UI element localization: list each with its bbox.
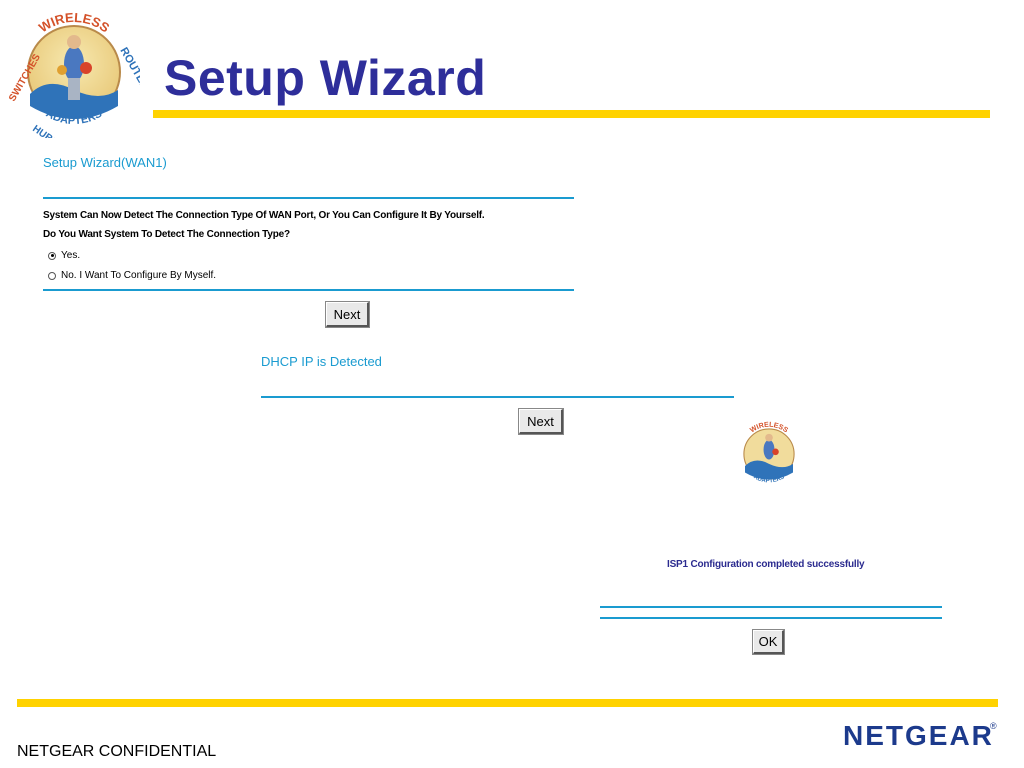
divider [43, 289, 574, 291]
page-title: Setup Wizard [164, 50, 487, 106]
option-no-label: No. I Want To Configure By Myself. [61, 270, 217, 281]
divider [43, 197, 574, 199]
option-yes[interactable]: Yes. [48, 250, 80, 261]
footer-confidential: NETGEAR CONFIDENTIAL [17, 743, 217, 760]
detect-question: Do You Want System To Detect The Connect… [43, 229, 290, 240]
netgear-seal-logo: WIRELESS ADAPTERS ROUTERS SWITCHES HUBS [8, 10, 140, 138]
detect-description: System Can Now Detect The Connection Typ… [43, 210, 485, 221]
netgear-logo: NETGEAR [843, 720, 994, 751]
divider [600, 606, 942, 608]
wizard-wan1-heading: Setup Wizard(WAN1) [43, 155, 167, 170]
svg-text:ADAPTERS: ADAPTERS [44, 108, 104, 127]
option-no[interactable]: No. I Want To Configure By Myself. [48, 270, 216, 281]
next-button-wizard1[interactable]: Next [325, 301, 370, 328]
next-button-wizard2[interactable]: Next [518, 408, 564, 435]
dhcp-detected-heading: DHCP IP is Detected [261, 354, 382, 369]
divider [600, 617, 942, 619]
svg-text:HUBS: HUBS [30, 123, 60, 138]
footer-bar [17, 699, 998, 707]
registered-mark: ® [990, 721, 997, 731]
svg-text:ADAPTERS: ADAPTERS [752, 474, 785, 484]
netgear-seal-logo-small: WIRELESS ADAPTERS [743, 421, 795, 484]
radio-yes[interactable] [48, 251, 56, 260]
radio-no[interactable] [48, 271, 56, 280]
ok-button[interactable]: OK [752, 629, 785, 655]
option-yes-label: Yes. [61, 250, 81, 261]
divider [261, 396, 734, 398]
isp-success-message: ISP1 Configuration completed successfull… [667, 559, 865, 570]
title-underline-bar [153, 110, 990, 118]
